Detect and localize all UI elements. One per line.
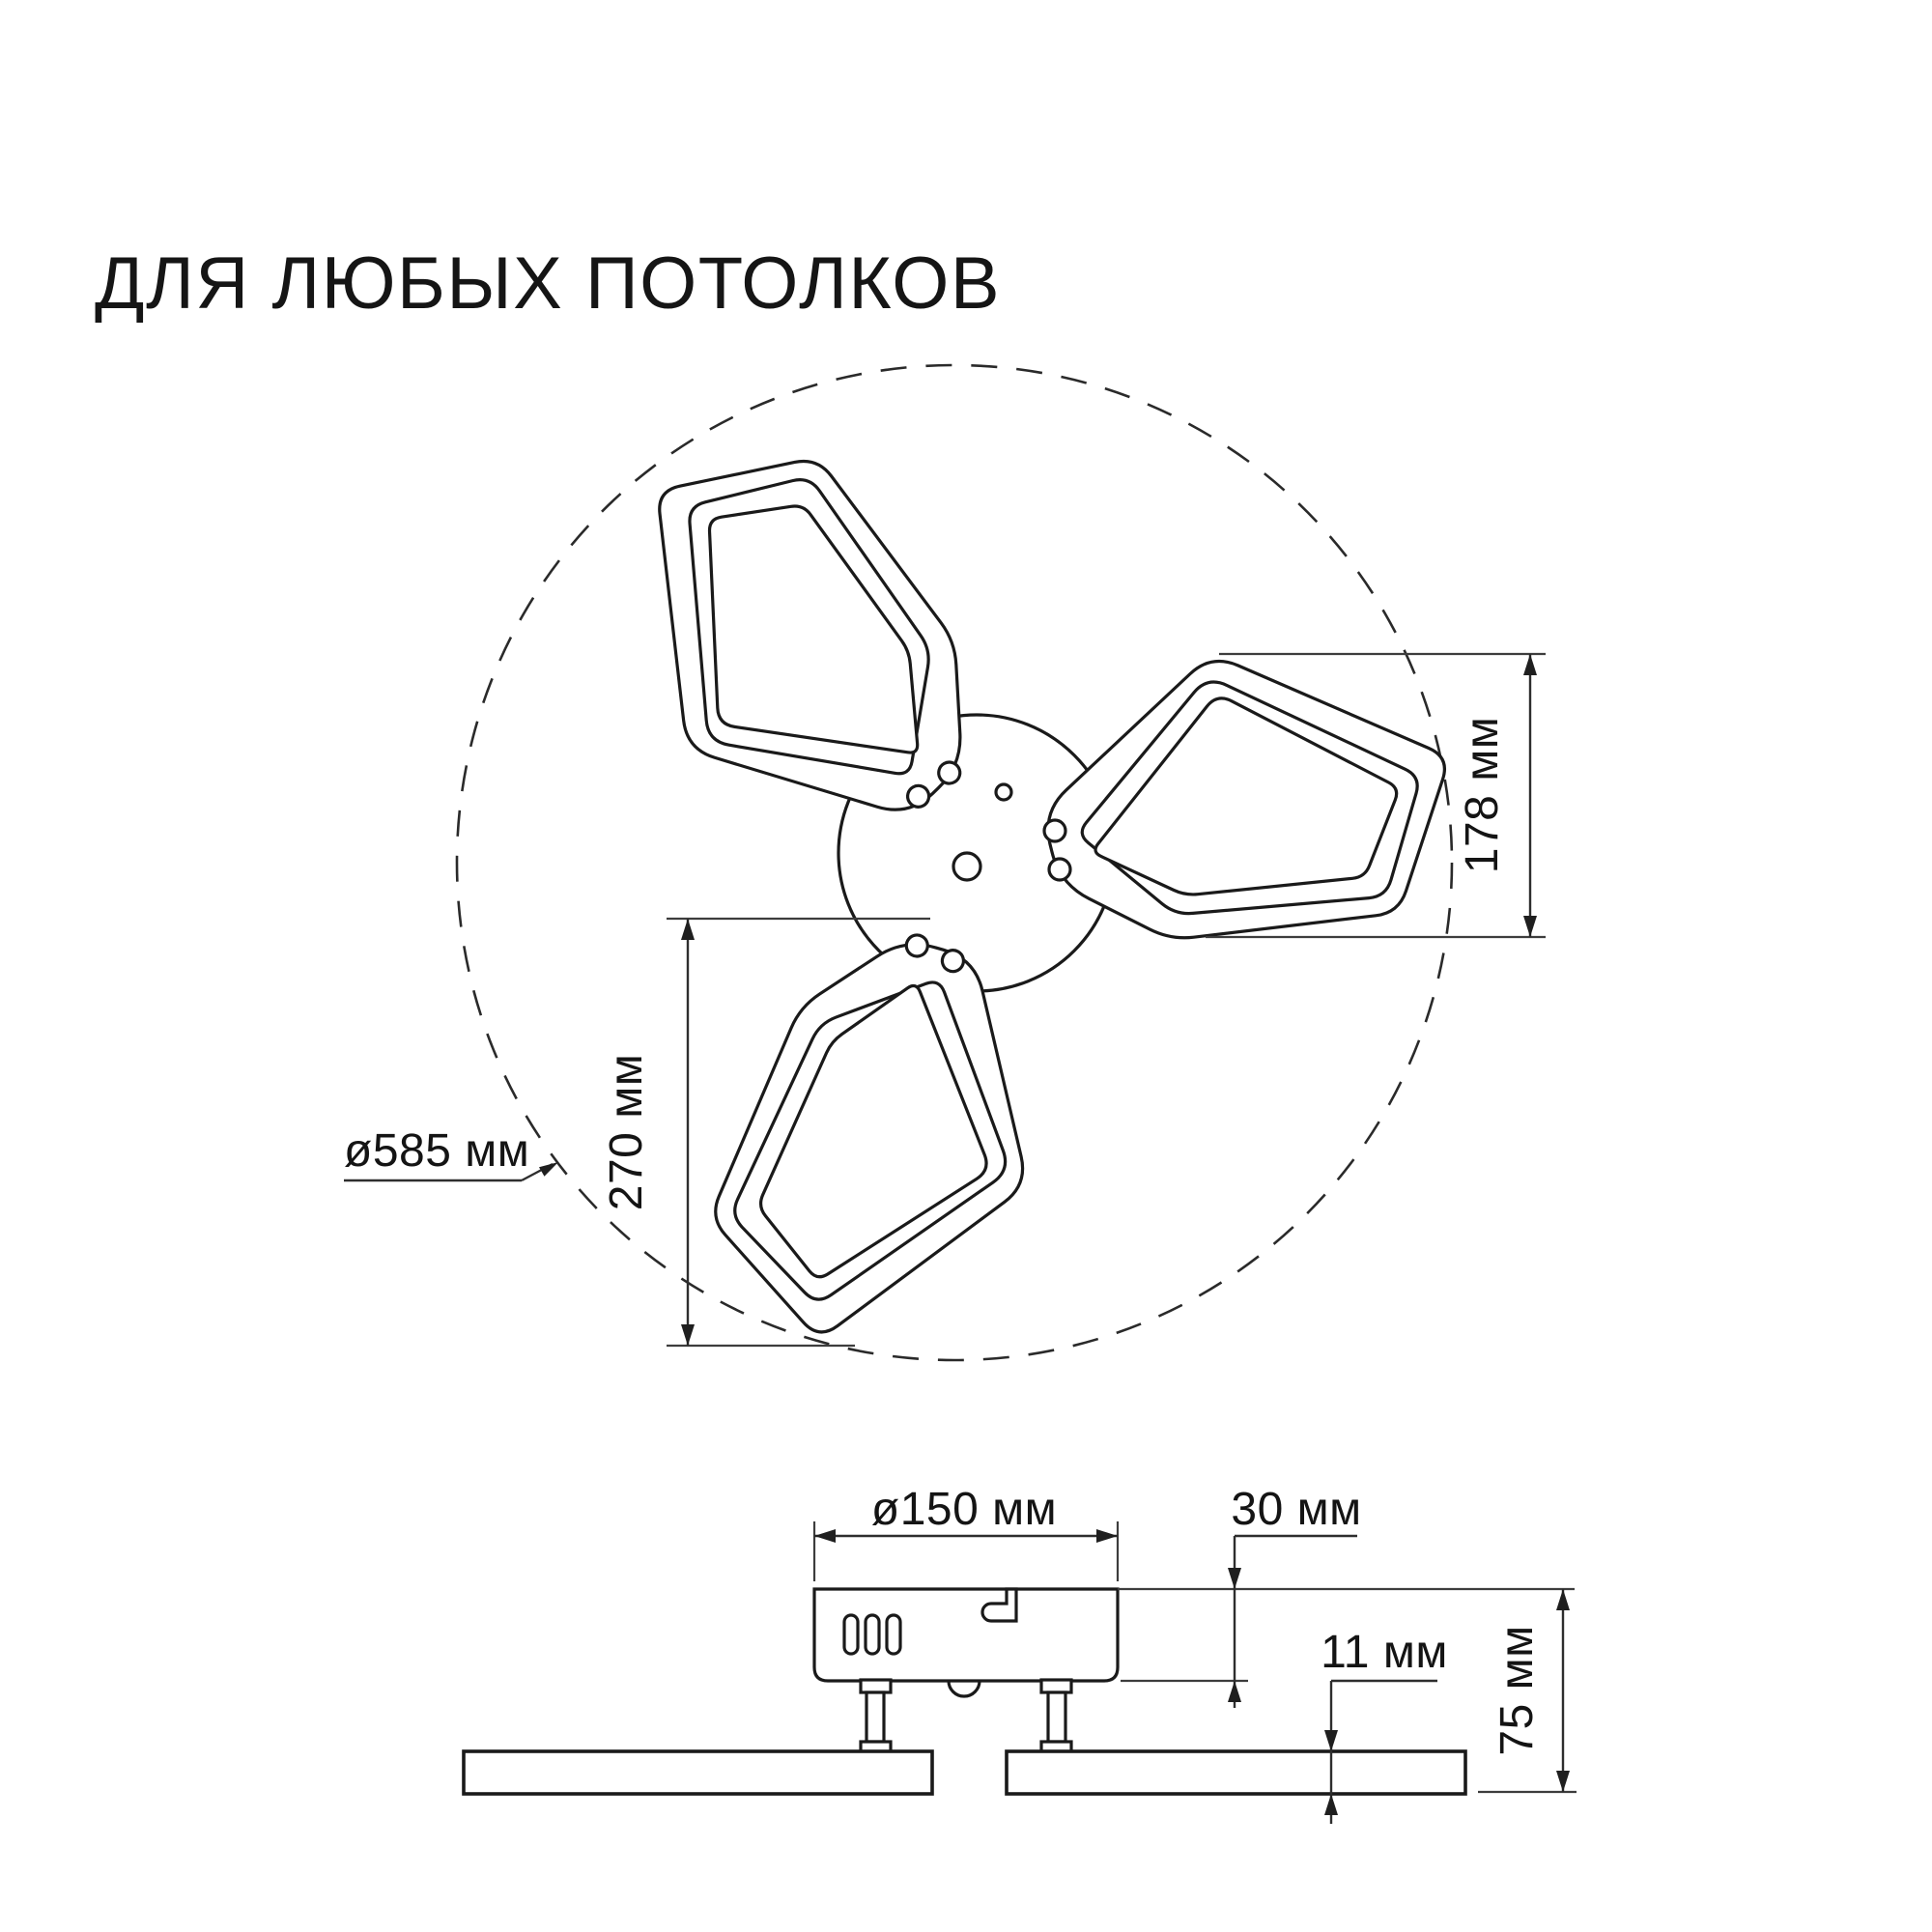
overall-diameter-label: ø585 мм xyxy=(344,1125,529,1177)
light-panel-left xyxy=(462,1749,934,1796)
petal-inner-outline xyxy=(758,983,988,1279)
disc-center-hole xyxy=(952,851,982,882)
page-title: ДЛЯ ЛЮБЫХ ПОТОЛКОВ xyxy=(95,242,1002,325)
dimension-178: 178 мм xyxy=(1206,652,1546,939)
light-panel-right xyxy=(1005,1749,1467,1796)
base-height-label: 30 мм xyxy=(1231,1484,1361,1535)
dimension-11: 11 мм xyxy=(1321,1627,1448,1824)
petal-screw xyxy=(1047,857,1072,882)
dimension-75: 75 мм xyxy=(1478,1589,1577,1794)
total-height-label: 75 мм xyxy=(1492,1625,1543,1755)
base-bump xyxy=(947,1680,981,1698)
petal-bottom xyxy=(714,933,1025,1334)
stem-right xyxy=(1039,1678,1073,1754)
petal-screw xyxy=(937,760,962,785)
top-view: 178 мм 270 мм ø585 мм xyxy=(344,363,1546,1362)
dimension-270: 270 мм xyxy=(601,917,930,1348)
petal-top-left xyxy=(658,459,962,811)
dimension-585: ø585 мм xyxy=(344,1125,558,1182)
petal-inner-outline xyxy=(707,504,920,754)
dimension-30: 30 мм xyxy=(1118,1484,1575,1708)
vent-slot xyxy=(885,1613,902,1656)
petal-width-label: 178 мм xyxy=(1457,717,1508,873)
base-diameter-label: ø150 мм xyxy=(871,1484,1057,1535)
petal-screw xyxy=(905,783,931,809)
petal-screw xyxy=(1042,818,1067,843)
cable-hook xyxy=(980,1587,1018,1623)
petal-right xyxy=(1042,659,1446,940)
stem-left xyxy=(859,1678,893,1754)
vent-slot xyxy=(842,1613,860,1656)
disc-screw-hole xyxy=(994,782,1013,802)
dimension-150: ø150 мм xyxy=(812,1484,1120,1581)
petal-length-label: 270 мм xyxy=(601,1054,652,1210)
overall-diameter-dashed-circle xyxy=(455,363,1454,1362)
petal-inner-outline xyxy=(1094,696,1399,896)
petal-screw xyxy=(904,933,929,958)
plate-thickness-label: 11 мм xyxy=(1321,1627,1448,1678)
petal-screw xyxy=(940,949,966,974)
mounting-base-body xyxy=(812,1587,1120,1683)
vent-slot xyxy=(864,1613,881,1656)
side-view: ø150 мм 30 мм 11 мм xyxy=(462,1484,1577,1824)
